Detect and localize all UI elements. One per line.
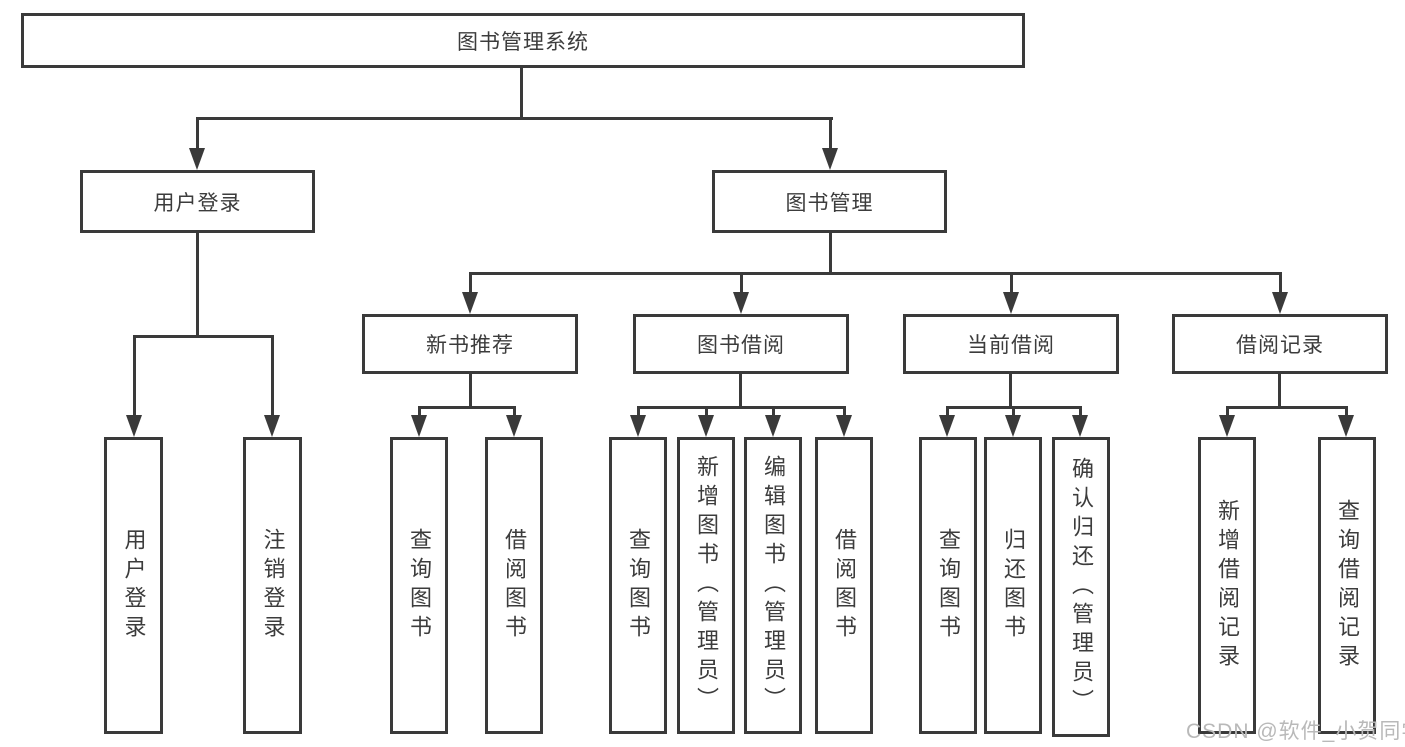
connector-drop-leaf bbox=[133, 335, 136, 415]
arrowhead-down-icon bbox=[411, 415, 427, 437]
node-borrow-records-box: 借阅记录 bbox=[1172, 314, 1388, 374]
leaf-edit-books-admin-label: 编辑图书（管理员） bbox=[761, 455, 786, 716]
connector-drop-leaf bbox=[1079, 406, 1082, 415]
connector-drop-book-management bbox=[829, 117, 832, 150]
connector-bookborrow-stub bbox=[739, 374, 742, 406]
csdn-watermark: CSDN @软件_小贺同学 bbox=[1186, 720, 1405, 743]
arrowhead-down-icon bbox=[1072, 415, 1088, 437]
connector-drop-leaf bbox=[513, 406, 516, 415]
connector-drop-leaf bbox=[843, 406, 846, 415]
leaf-return-books-box: 归还图书 bbox=[984, 437, 1042, 734]
leaf-edit-books-admin-box: 编辑图书（管理员） bbox=[744, 437, 802, 734]
leaf-borrow-books-box: 借阅图书 bbox=[815, 437, 873, 734]
arrowhead-down-icon bbox=[1005, 415, 1021, 437]
node-current-borrow-label: 当前借阅 bbox=[967, 334, 1055, 357]
leaf-return-books-label: 归还图书 bbox=[1001, 527, 1026, 644]
arrowhead-down-icon bbox=[506, 415, 522, 437]
leaf-query-borrow-record-box: 查询借阅记录 bbox=[1318, 437, 1376, 734]
leaf-add-borrow-record-box: 新增借阅记录 bbox=[1198, 437, 1256, 734]
node-new-book-recommend-label: 新书推荐 bbox=[426, 334, 514, 357]
leaf-logout-label: 注销登录 bbox=[260, 527, 286, 644]
connector-root-bar bbox=[196, 117, 833, 120]
arrowhead-down-icon bbox=[462, 292, 478, 314]
leaf-add-books-admin-label: 新增图书（管理员） bbox=[694, 455, 719, 716]
connector-newbook-bar bbox=[418, 406, 515, 409]
arrowhead-down-icon bbox=[126, 415, 142, 437]
connector-drop-leaf bbox=[946, 406, 949, 415]
connector-borrowrecords-stub bbox=[1278, 374, 1281, 406]
root-label: 图书管理系统 bbox=[457, 30, 589, 54]
leaf-add-borrow-record-label: 新增借阅记录 bbox=[1215, 498, 1240, 673]
leaf-borrow-books-label: 借阅图书 bbox=[832, 527, 857, 644]
arrowhead-down-icon bbox=[1003, 292, 1019, 314]
branch-user-login-label: 用户登录 bbox=[153, 191, 242, 215]
leaf-add-books-admin-box: 新增图书（管理员） bbox=[677, 437, 735, 734]
connector-drop-user-login bbox=[196, 117, 199, 150]
connector-root-stub bbox=[520, 68, 523, 117]
arrowhead-down-icon bbox=[630, 415, 646, 437]
leaf-borrow-books-box: 借阅图书 bbox=[485, 437, 543, 734]
arrowhead-down-icon bbox=[1338, 415, 1354, 437]
connector-drop-book-borrow bbox=[740, 272, 743, 292]
connector-userlogin-stub bbox=[196, 233, 199, 335]
branch-book-management-box: 图书管理 bbox=[712, 170, 947, 233]
connector-bookmgmt-bar bbox=[469, 272, 1282, 275]
arrowhead-down-icon bbox=[733, 292, 749, 314]
connector-borrowrecords-bar bbox=[1226, 406, 1348, 409]
leaf-query-books-label: 查询图书 bbox=[626, 527, 651, 644]
leaf-user-login-label: 用户登录 bbox=[121, 527, 147, 644]
arrowhead-down-icon bbox=[264, 415, 280, 437]
node-book-borrow-box: 图书借阅 bbox=[633, 314, 849, 374]
connector-newbook-stub bbox=[469, 374, 472, 406]
connector-drop-current-borrow bbox=[1010, 272, 1013, 292]
root-box-library-system: 图书管理系统 bbox=[21, 13, 1025, 68]
leaf-query-books-box: 查询图书 bbox=[609, 437, 667, 734]
connector-drop-leaf bbox=[418, 406, 421, 415]
node-borrow-records-label: 借阅记录 bbox=[1236, 334, 1324, 357]
branch-book-management-label: 图书管理 bbox=[785, 191, 874, 215]
connector-drop-leaf bbox=[1345, 406, 1348, 415]
leaf-query-books-box: 查询图书 bbox=[390, 437, 448, 734]
node-new-book-recommend-box: 新书推荐 bbox=[362, 314, 578, 374]
arrowhead-down-icon bbox=[939, 415, 955, 437]
connector-drop-leaf bbox=[772, 406, 775, 415]
connector-drop-borrow-records bbox=[1279, 272, 1282, 292]
connector-drop-leaf bbox=[1012, 406, 1015, 415]
arrowhead-down-icon bbox=[765, 415, 781, 437]
node-book-borrow-label: 图书借阅 bbox=[697, 334, 785, 357]
node-current-borrow-box: 当前借阅 bbox=[903, 314, 1119, 374]
leaf-query-books-box: 查询图书 bbox=[919, 437, 977, 734]
leaf-confirm-return-admin-label: 确认归还（管理员） bbox=[1069, 456, 1094, 718]
arrowhead-down-icon bbox=[836, 415, 852, 437]
leaf-query-borrow-record-label: 查询借阅记录 bbox=[1335, 498, 1360, 673]
connector-bookborrow-bar bbox=[637, 406, 844, 409]
connector-drop-new-book bbox=[469, 272, 472, 292]
connector-drop-leaf bbox=[705, 406, 708, 415]
arrowhead-down-icon bbox=[822, 148, 838, 170]
arrowhead-down-icon bbox=[1272, 292, 1288, 314]
connector-drop-leaf bbox=[271, 335, 274, 415]
connector-drop-leaf bbox=[1226, 406, 1229, 415]
connector-currentborrow-stub bbox=[1009, 374, 1012, 406]
leaf-query-books-label: 查询图书 bbox=[936, 527, 961, 644]
branch-user-login-box: 用户登录 bbox=[80, 170, 315, 233]
leaf-logout-box: 注销登录 bbox=[243, 437, 302, 734]
connector-bookmgmt-stub bbox=[829, 233, 832, 272]
leaf-user-login-box: 用户登录 bbox=[104, 437, 163, 734]
arrowhead-down-icon bbox=[189, 148, 205, 170]
leaf-query-books-label: 查询图书 bbox=[407, 527, 432, 644]
leaf-confirm-return-admin-box: 确认归还（管理员） bbox=[1052, 437, 1110, 737]
arrowhead-down-icon bbox=[698, 415, 714, 437]
connector-userlogin-bar bbox=[133, 335, 273, 338]
leaf-borrow-books-label: 借阅图书 bbox=[502, 527, 527, 644]
arrowhead-down-icon bbox=[1219, 415, 1235, 437]
connector-drop-leaf bbox=[637, 406, 640, 415]
